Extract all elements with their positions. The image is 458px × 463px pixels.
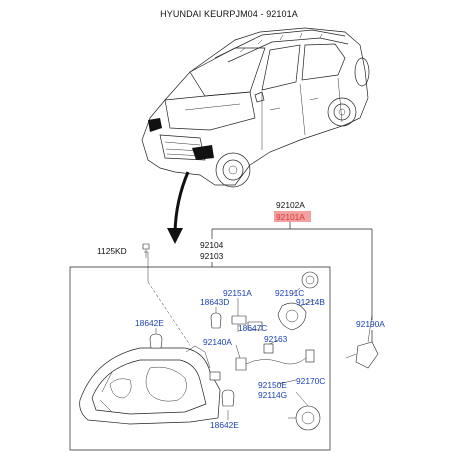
- label-92102A: 92102A: [276, 200, 305, 210]
- socket-92151A: [231, 315, 247, 325]
- small-parts: [149, 271, 379, 431]
- label-18647C: 18647C: [238, 323, 267, 333]
- bulb-92190A: [355, 341, 379, 369]
- cap-92191C: [301, 271, 319, 289]
- label-18642E-top: 18642E: [135, 318, 164, 328]
- label-92150E: 92150E: [258, 380, 287, 390]
- label-92151A: 92151A: [223, 288, 252, 298]
- highlight-92101A: [274, 211, 311, 222]
- headlamp-assembly: [79, 243, 221, 425]
- leader-lines: [155, 287, 373, 420]
- bulb-18647C: [247, 321, 263, 331]
- label-18643D: 18643D: [200, 297, 229, 307]
- bulb-18642E-top: [149, 333, 163, 349]
- label-92114G: 92114G: [258, 390, 287, 400]
- label-92104: 92104: [200, 240, 224, 250]
- bulb-92140A: [235, 357, 247, 371]
- assembly-bracket: [69, 211, 373, 451]
- label-92163: 92163: [264, 334, 288, 344]
- bulb-18642E-bottom: [221, 389, 235, 407]
- pointer-arrow: [167, 171, 190, 244]
- label-92170C: 92170C: [296, 376, 325, 386]
- label-92103: 92103: [200, 251, 224, 261]
- label-92191C: 92191C: [275, 288, 304, 298]
- part-labels: 92102A 92101A 92104 92103 1125KD 92151A …: [97, 200, 385, 430]
- label-92140A: 92140A: [203, 337, 232, 347]
- diagram-title: HYUNDAI KEURPJM04 - 92101A: [160, 9, 298, 19]
- label-18642E-bottom: 18642E: [210, 420, 239, 430]
- connector-92163: [263, 343, 274, 354]
- socket-92170C: [295, 405, 321, 431]
- ring-91214B: [277, 302, 307, 331]
- label-1125KD: 1125KD: [97, 246, 127, 256]
- bulb-18643D: [210, 312, 222, 329]
- label-91214B: 91214B: [296, 297, 325, 307]
- label-92101A: 92101A: [276, 212, 305, 222]
- label-92190A: 92190A: [356, 319, 385, 329]
- vehicle-illustration: [141, 27, 370, 188]
